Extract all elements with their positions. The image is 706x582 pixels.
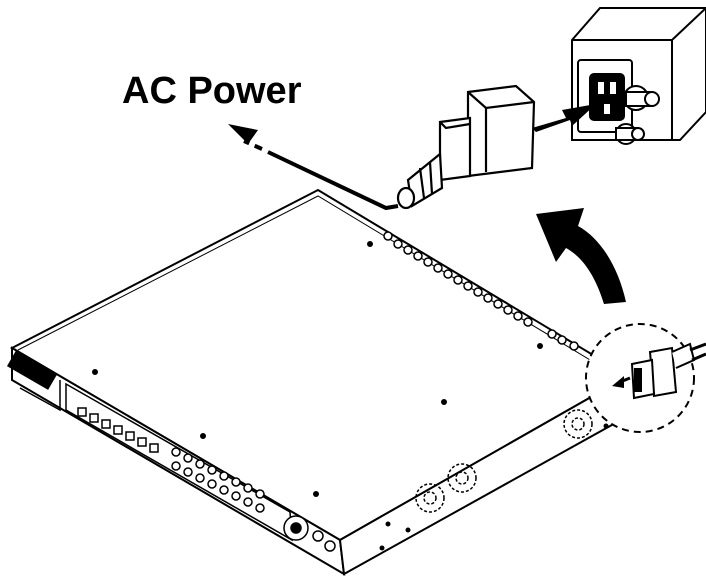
side-screws: [379, 423, 609, 551]
cord-arrow-icon: [228, 124, 399, 211]
screws: [92, 241, 543, 497]
power-cord-plug-icon: [396, 84, 536, 210]
curved-arrow-icon: [536, 208, 626, 304]
wall-socket-icon: [571, 7, 706, 145]
rear-connectors: [383, 231, 579, 351]
detail-magnifier-icon: [585, 323, 706, 433]
ac-power-label: AC Power: [122, 70, 302, 112]
dvr-unit-icon: [9, 188, 630, 576]
front-panel: [6, 350, 336, 552]
fan-vents: [415, 409, 593, 513]
